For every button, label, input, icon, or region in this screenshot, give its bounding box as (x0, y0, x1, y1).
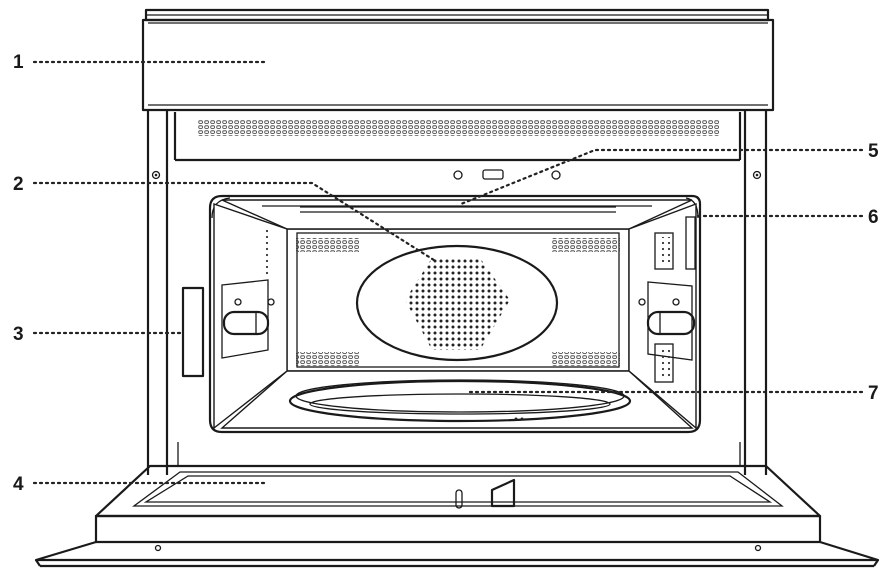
grill-element (300, 169, 616, 208)
lower-frame (177, 442, 741, 467)
right-wall-details (638, 216, 696, 383)
side-panel (181, 286, 205, 378)
oven-frame (146, 110, 768, 475)
left-wall-details (221, 228, 275, 359)
callout-4: 4 (13, 474, 24, 495)
vent-grille (173, 112, 742, 162)
callout-leaders (32, 60, 864, 485)
callout-2: 2 (13, 174, 24, 195)
callout-6: 6 (868, 207, 879, 228)
oven-door (34, 464, 880, 568)
callout-5: 5 (868, 141, 879, 162)
control-panel (141, 18, 775, 112)
callout-numbers: 1 2 3 4 5 6 7 (13, 52, 879, 495)
callout-1: 1 (13, 52, 24, 73)
callout-3: 3 (13, 324, 24, 345)
leader-5 (459, 148, 864, 206)
callout-7: 7 (868, 383, 879, 404)
top-trim (144, 8, 770, 22)
leader-2 (32, 181, 439, 264)
turntable (288, 379, 632, 423)
